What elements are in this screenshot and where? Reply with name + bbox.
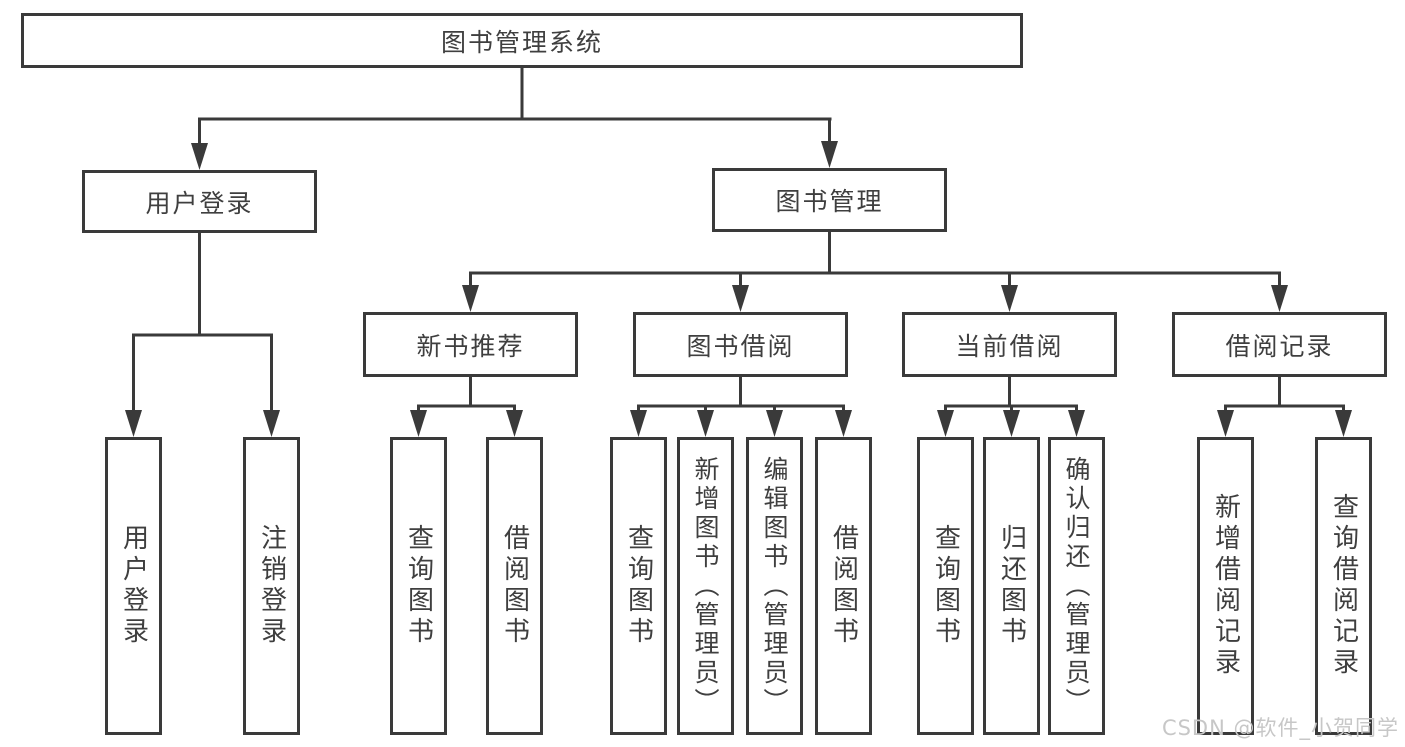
- node-label: 图书管理: [775, 187, 884, 216]
- node-label: 新增图书（管理员）: [691, 455, 720, 717]
- node-label: 查询图书: [930, 524, 961, 648]
- node-label: 当前借阅: [955, 331, 1064, 361]
- leaf-query-borrow-record: 查询借阅记录: [1315, 437, 1372, 735]
- leaf-edit-book-admin: 编辑图书（管理员）: [746, 437, 803, 735]
- node-label: 借阅图书: [499, 524, 530, 648]
- watermark: CSDN @软件_小贺同学: [1161, 716, 1399, 740]
- node-book-management: 图书管理: [712, 168, 947, 232]
- node-label: 图书借阅: [686, 331, 795, 361]
- node-label: 查询借阅记录: [1328, 493, 1359, 679]
- node-label: 新书推荐: [416, 331, 525, 361]
- leaf-logout-login: 注销登录: [243, 437, 300, 735]
- leaf-user-login: 用户登录: [105, 437, 162, 735]
- leaf-current-query-book: 查询图书: [917, 437, 974, 735]
- leaf-recommend-borrow-book: 借阅图书: [486, 437, 543, 735]
- leaf-borrow-borrow-book: 借阅图书: [815, 437, 872, 735]
- node-label: 新增借阅记录: [1210, 493, 1241, 679]
- node-label: 借阅图书: [828, 524, 859, 648]
- node-label: 查询图书: [403, 524, 434, 648]
- node-label: 查询图书: [623, 524, 654, 648]
- node-label: 借阅记录: [1225, 331, 1334, 361]
- node-book-borrow: 图书借阅: [633, 312, 848, 377]
- node-user-login: 用户登录: [82, 170, 317, 233]
- node-new-book-recommend: 新书推荐: [363, 312, 578, 377]
- leaf-recommend-query-book: 查询图书: [390, 437, 447, 735]
- leaf-confirm-return-admin: 确认归还（管理员）: [1048, 437, 1105, 735]
- node-label: 图书管理系统: [440, 27, 603, 57]
- node-label: 用户登录: [145, 188, 254, 218]
- leaf-return-book: 归还图书: [983, 437, 1040, 735]
- node-label: 用户登录: [118, 524, 149, 648]
- node-label: 注销登录: [256, 524, 287, 648]
- node-label: 编辑图书（管理员）: [760, 455, 789, 717]
- leaf-add-borrow-record: 新增借阅记录: [1197, 437, 1254, 735]
- node-root: 图书管理系统: [21, 13, 1023, 68]
- node-label: 确认归还（管理员）: [1062, 455, 1091, 717]
- leaf-add-book-admin: 新增图书（管理员）: [677, 437, 734, 735]
- node-borrow-records: 借阅记录: [1172, 312, 1387, 377]
- node-label: 归还图书: [996, 524, 1027, 648]
- leaf-borrow-query-book: 查询图书: [610, 437, 667, 735]
- node-current-borrow: 当前借阅: [902, 312, 1117, 377]
